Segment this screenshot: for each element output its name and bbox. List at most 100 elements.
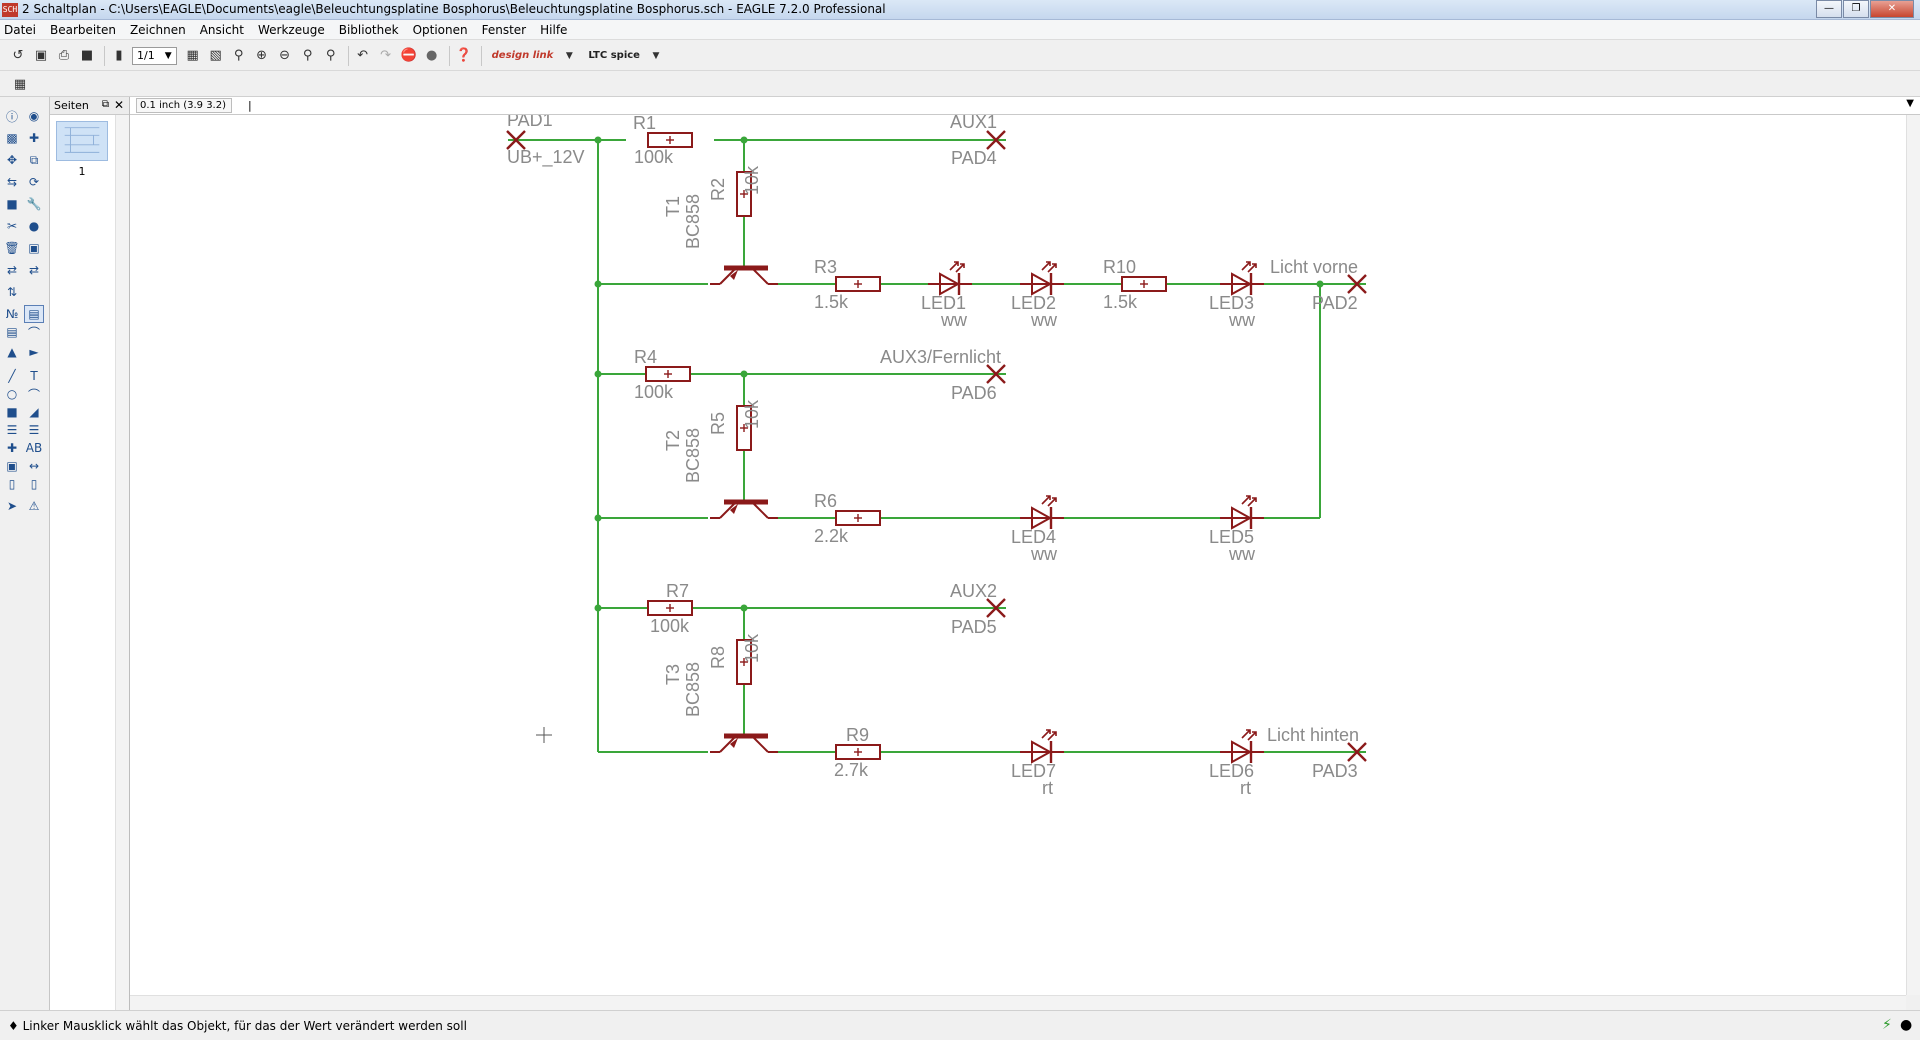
- chevron-down-icon[interactable]: ▼: [652, 50, 660, 61]
- maximize-button[interactable]: ❐: [1843, 0, 1869, 18]
- menu-zeichnen[interactable]: Zeichnen: [129, 22, 186, 37]
- led7-symbol[interactable]: [1018, 728, 1066, 765]
- minimize-button[interactable]: —: [1816, 0, 1842, 18]
- menu-hilfe[interactable]: Hilfe: [540, 22, 568, 37]
- rotate-icon[interactable]: ⟳: [28, 175, 40, 189]
- display-icon[interactable]: ▩: [6, 131, 18, 145]
- ulp-icon[interactable]: ▧: [209, 48, 222, 63]
- t2-symbol[interactable]: [710, 502, 778, 518]
- dimension-icon[interactable]: ↔: [28, 459, 40, 473]
- chevron-down-icon[interactable]: ▼: [565, 50, 573, 61]
- designlink-button[interactable]: design link: [491, 50, 554, 61]
- zoom-out-icon[interactable]: ⊖: [279, 48, 291, 63]
- cut-icon[interactable]: ✂: [6, 219, 18, 233]
- split-icon[interactable]: ▲: [7, 345, 17, 359]
- led3-symbol[interactable]: [1218, 260, 1266, 297]
- delete-icon[interactable]: 🗑: [4, 241, 20, 255]
- t1-symbol[interactable]: [710, 268, 778, 284]
- wire-icon[interactable]: ╱: [8, 369, 16, 383]
- r4-symbol[interactable]: [645, 366, 691, 382]
- copy-icon[interactable]: ⧉: [29, 152, 39, 167]
- mirror-icon[interactable]: ⇆: [6, 175, 18, 189]
- menu-ansicht[interactable]: Ansicht: [199, 22, 244, 37]
- print-icon[interactable]: ⎙: [58, 48, 70, 63]
- mark-icon[interactable]: ✚: [28, 131, 40, 145]
- bus-icon[interactable]: ☰: [6, 423, 18, 437]
- port-icon[interactable]: ▯: [30, 477, 38, 491]
- redo-icon[interactable]: ↷: [380, 48, 392, 63]
- board-switch-icon[interactable]: ▮: [115, 48, 123, 63]
- horizontal-scrollbar[interactable]: [130, 995, 1906, 1010]
- ltspice-button[interactable]: LTC spice: [588, 50, 640, 61]
- paste-icon[interactable]: ●: [28, 219, 40, 233]
- circle-icon[interactable]: ○: [6, 387, 18, 401]
- net-icon[interactable]: ☰: [28, 423, 40, 437]
- erc-icon[interactable]: ➤: [6, 499, 18, 513]
- script-icon[interactable]: ▦: [186, 48, 199, 63]
- save-icon[interactable]: ▣: [34, 48, 48, 63]
- add-icon[interactable]: ▣: [28, 241, 40, 255]
- r3-symbol[interactable]: [835, 276, 881, 292]
- replace-icon[interactable]: ⇄: [28, 263, 40, 277]
- chevron-down-icon[interactable]: ▼: [1906, 98, 1914, 109]
- arc-icon[interactable]: ⌒: [27, 387, 40, 402]
- grid-icon[interactable]: ▦: [13, 76, 27, 92]
- undo-icon[interactable]: ↶: [357, 48, 369, 63]
- stop-status-icon[interactable]: ●: [1900, 1017, 1913, 1033]
- menu-datei[interactable]: Datei: [4, 22, 37, 37]
- zoom-redraw-icon[interactable]: ⚲: [302, 48, 313, 63]
- junction-icon[interactable]: ✚: [6, 441, 18, 455]
- cam-icon[interactable]: ■: [80, 48, 94, 63]
- miter-icon[interactable]: ⌒: [27, 325, 40, 340]
- menu-fenster[interactable]: Fenster: [481, 22, 527, 37]
- smash-icon[interactable]: ▤: [6, 325, 18, 339]
- r6-symbol[interactable]: [835, 510, 881, 526]
- led1-symbol[interactable]: [926, 260, 974, 297]
- invoke-icon[interactable]: ►: [29, 345, 39, 359]
- change-icon[interactable]: 🔧: [26, 197, 42, 211]
- zoom-in-icon[interactable]: ⊕: [256, 48, 268, 63]
- go-icon[interactable]: ●: [425, 48, 438, 63]
- show-icon[interactable]: ◉: [28, 109, 40, 123]
- value-icon[interactable]: ▤: [24, 305, 44, 323]
- menu-bearbeiten[interactable]: Bearbeiten: [50, 22, 116, 37]
- pinswap-icon[interactable]: ⇄: [6, 263, 18, 277]
- open-icon[interactable]: ↺: [12, 48, 24, 63]
- stop-icon[interactable]: ⛔: [400, 48, 417, 63]
- sheet-select[interactable]: 1/1▼: [132, 46, 177, 65]
- pages-scrollbar[interactable]: [115, 115, 129, 1010]
- info-icon[interactable]: ⓘ: [5, 109, 18, 124]
- warning-icon[interactable]: ⚠: [28, 499, 40, 513]
- led2-symbol[interactable]: [1018, 260, 1066, 297]
- r7-symbol[interactable]: [647, 600, 693, 616]
- menu-optionen[interactable]: Optionen: [412, 22, 468, 37]
- text-icon[interactable]: T: [30, 369, 38, 383]
- move-icon[interactable]: ✥: [6, 153, 18, 167]
- vertical-scrollbar[interactable]: [1906, 115, 1920, 995]
- r1-symbol[interactable]: [647, 132, 693, 148]
- help-icon[interactable]: ❓: [455, 48, 472, 63]
- frame-icon[interactable]: ▯: [8, 477, 16, 491]
- label-icon[interactable]: AB: [25, 441, 43, 455]
- page-thumbnail[interactable]: [56, 121, 108, 161]
- name-icon[interactable]: №: [5, 307, 19, 321]
- command-input[interactable]: [248, 98, 1898, 113]
- pin-icon[interactable]: ⧉: [101, 99, 109, 110]
- menu-werkzeuge[interactable]: Werkzeuge: [258, 22, 325, 37]
- lightning-icon[interactable]: ⚡: [1882, 1017, 1892, 1033]
- r9-symbol[interactable]: [835, 744, 881, 760]
- close-button[interactable]: ✕: [1870, 0, 1914, 18]
- zoom-area-icon[interactable]: ⚲: [325, 48, 336, 63]
- close-icon[interactable]: ✕: [113, 98, 124, 112]
- group-icon[interactable]: ■: [6, 197, 18, 211]
- rect-icon[interactable]: ■: [6, 405, 18, 419]
- led4-symbol[interactable]: [1018, 494, 1066, 531]
- schematic-canvas[interactable]: PAD1 UB+_12V AUX1 PAD4 R1 100k R2 10k T1…: [130, 115, 1906, 995]
- zoom-fit-icon[interactable]: ⚲: [233, 48, 244, 63]
- menu-bibliothek[interactable]: Bibliothek: [338, 22, 399, 37]
- led6-symbol[interactable]: [1218, 728, 1266, 765]
- attribute-icon[interactable]: ▣: [6, 459, 18, 473]
- led5-symbol[interactable]: [1218, 494, 1266, 531]
- t3-symbol[interactable]: [710, 736, 778, 752]
- polygon-icon[interactable]: ◢: [29, 405, 39, 419]
